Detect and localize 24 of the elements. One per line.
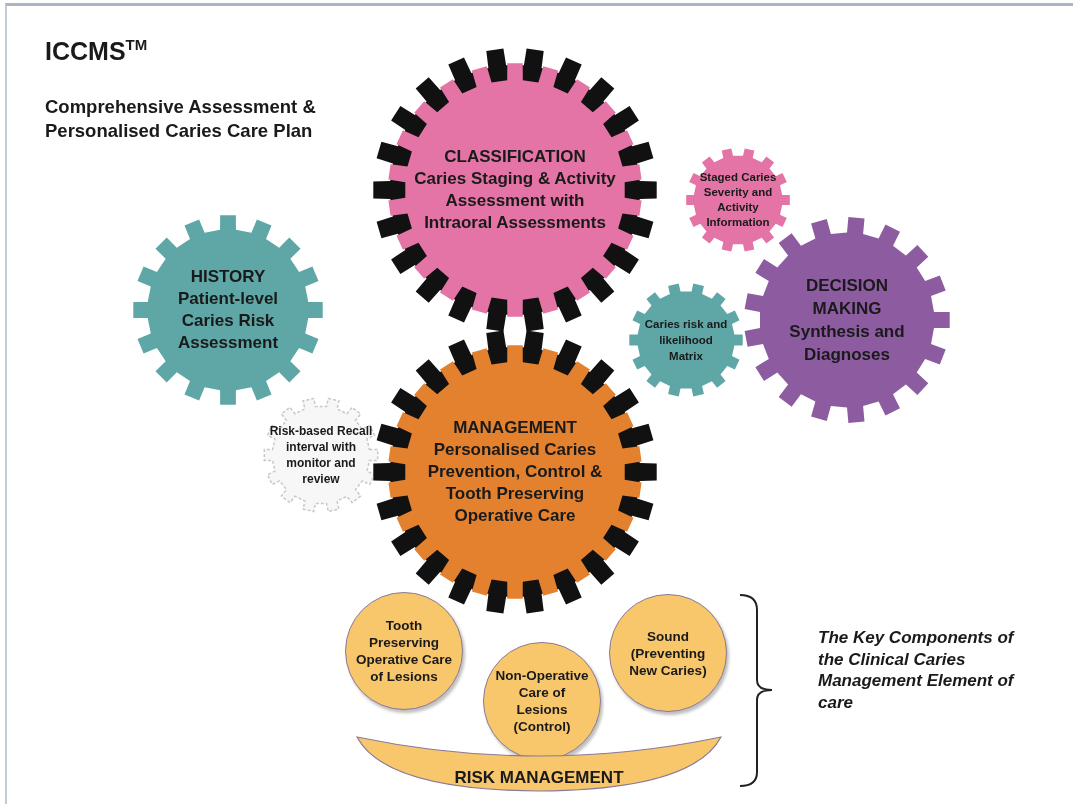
band-label: RISK MANAGEMENT <box>453 768 625 788</box>
gear-label: Personalised Caries Prevention, Control & Tooth Preserving Operative Care <box>426 439 604 527</box>
gear-label: Caries risk and likelihood Matrix <box>643 317 729 364</box>
gear-label: Risk-based Recall interval with monitor and review <box>268 423 374 487</box>
gear-label: Caries Staging & Activity Assessment with Intraoral Assessments <box>413 168 617 234</box>
gear <box>628 282 744 398</box>
subtitle: Comprehensive Assessment & Personalised Caries Care Plan <box>45 95 317 143</box>
gear-heading: CLASSIFICATION <box>443 146 587 168</box>
gear-heading: DECISION MAKING <box>804 275 890 320</box>
title: ICCMS$^{TM}$ <box>45 36 148 66</box>
circle-label: Tooth Preserving Operative Care of Lesions <box>354 617 454 685</box>
side-note: The Key Components of the Clinical Caries Management Element of care <box>818 627 1016 713</box>
gear-label: Patient-level Caries Risk Assessment <box>176 288 280 354</box>
circle-label: Non-Operative Care of Lesions (Control) <box>494 667 590 735</box>
gear-label: Synthesis and Diagnoses <box>788 321 906 366</box>
gear-label: Staged Caries Severity and Activity Information <box>698 170 778 230</box>
gear <box>132 214 324 406</box>
gear <box>373 330 657 614</box>
crescent-band <box>355 733 723 793</box>
gear <box>263 397 379 513</box>
gear-heading: HISTORY <box>189 266 267 288</box>
gear-heading: MANAGEMENT <box>452 417 578 439</box>
gear <box>685 147 791 253</box>
circle-label: Sound (Preventing New Caries) <box>628 627 708 679</box>
